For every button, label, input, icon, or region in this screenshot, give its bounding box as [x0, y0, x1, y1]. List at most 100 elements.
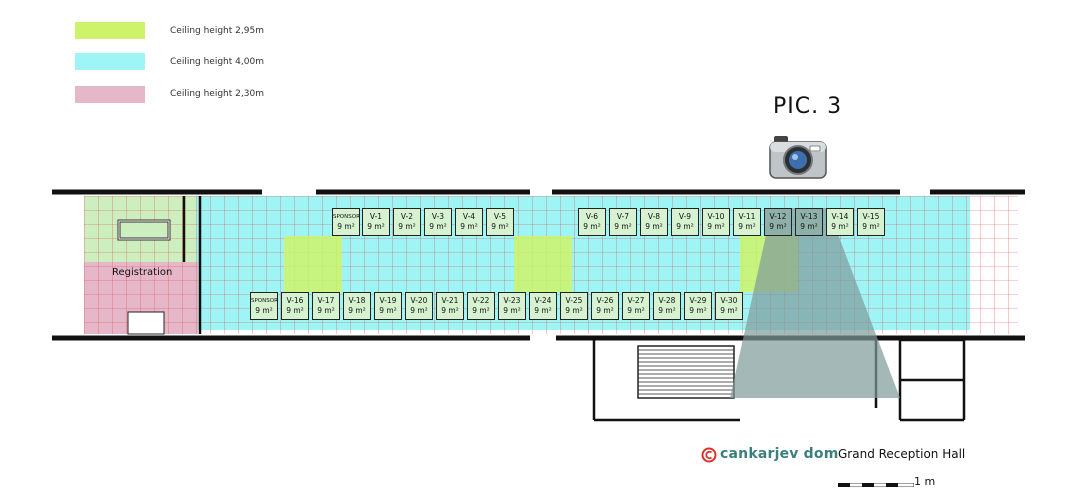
legend-label-4-00: Ceiling height 4,00m [170, 57, 264, 67]
legend-swatch-4-00 [75, 53, 145, 70]
legend-label-2-30: Ceiling height 2,30m [170, 89, 264, 99]
booth-size: 9 m² [689, 306, 707, 315]
zone-2-95-a [284, 236, 342, 292]
footer-title: Grand Reception Hall [838, 447, 966, 461]
booth-size: 9 m² [410, 306, 428, 315]
booth-size: 9 m² [614, 222, 632, 231]
camera-icon [769, 136, 827, 179]
booth-size: 9 m² [738, 222, 756, 231]
booth-id: SPONSOR [251, 298, 278, 304]
booth-size: 9 m² [707, 222, 725, 231]
booth-id: V-30 [720, 296, 738, 305]
booth-sponsor-top[interactable]: SPONSOR 9 m² [332, 208, 360, 236]
booth-size: 9 m² [441, 306, 459, 315]
booth-size: 9 m² [769, 222, 787, 231]
scale-bar [838, 483, 914, 487]
booth-id: V-18 [348, 296, 366, 305]
booth-id: V-19 [379, 296, 397, 305]
booth-id: V-4 [462, 212, 476, 221]
booth-size: 9 m² [491, 222, 509, 231]
booth-id: V-28 [658, 296, 676, 305]
booth-id: V-7 [616, 212, 630, 221]
booth-id: SPONSOR [333, 214, 360, 220]
booth-id: V-16 [286, 296, 304, 305]
booth-size: 9 m² [862, 222, 880, 231]
booth-size: 9 m² [337, 222, 355, 231]
booth-id: V-5 [493, 212, 507, 221]
registration-label: Registration [112, 267, 173, 278]
booth-size: 9 m² [596, 306, 614, 315]
camera-view-cone [730, 208, 900, 398]
scale-label: 1 m [914, 475, 936, 488]
booth-id: V-6 [585, 212, 599, 221]
legend-label-2-95: Ceiling height 2,95m [170, 26, 264, 36]
booth-id: V-11 [738, 212, 756, 221]
booth-size: 9 m² [367, 222, 385, 231]
booth-size: 9 m² [286, 306, 304, 315]
booth-id: V-27 [627, 296, 645, 305]
booth-id: V-3 [431, 212, 445, 221]
booth-size: 9 m² [429, 222, 447, 231]
booth-id: V-25 [565, 296, 583, 305]
booth-id: V-20 [410, 296, 428, 305]
booth-id: V-26 [596, 296, 614, 305]
booth-size: 9 m² [472, 306, 490, 315]
booth-size: 9 m² [658, 306, 676, 315]
booth-id: V-8 [647, 212, 661, 221]
booth-id: V-2 [400, 212, 414, 221]
registration-stairs [127, 311, 165, 335]
cankarjev-dom-logo-icon [701, 447, 717, 463]
booth-size: 9 m² [800, 222, 818, 231]
booth-size: 9 m² [398, 222, 416, 231]
booth-id: V-12 [769, 212, 787, 221]
booth-size: 9 m² [645, 222, 663, 231]
zone-2-95-b [514, 236, 572, 292]
pic-label: PIC. 3 [773, 94, 843, 119]
footer-brand: cankarjev dom [720, 446, 839, 462]
booth-size: 9 m² [720, 306, 738, 315]
booth-id: V-29 [689, 296, 707, 305]
booth-size: 9 m² [565, 306, 583, 315]
booth-size: 9 m² [831, 222, 849, 231]
booth-id: V-1 [369, 212, 383, 221]
booth-size: 9 m² [379, 306, 397, 315]
legend-swatch-2-95 [75, 22, 145, 39]
booth-size: 9 m² [676, 222, 694, 231]
booth-id: V-9 [678, 212, 692, 221]
booth-id: V-15 [862, 212, 880, 221]
booth-id: V-17 [317, 296, 335, 305]
booth-size: 9 m² [503, 306, 521, 315]
